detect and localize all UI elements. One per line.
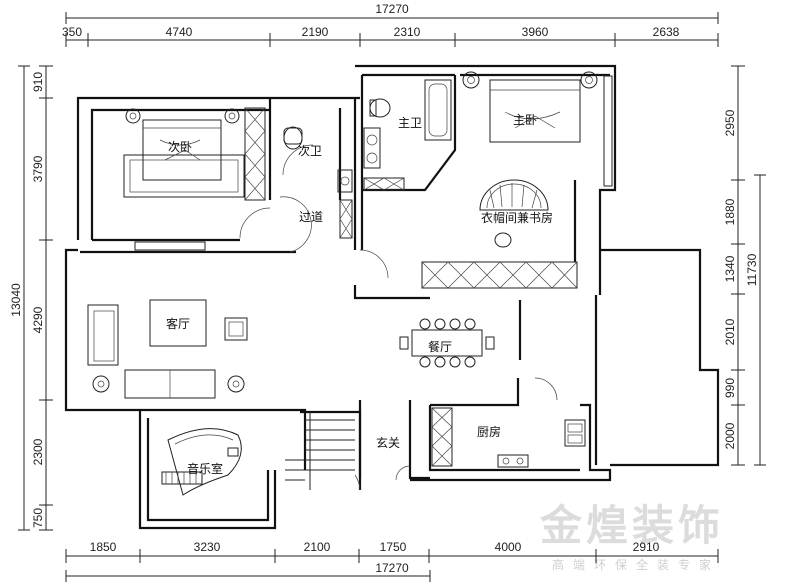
dim-top-5: 3960 [522,25,549,39]
dim-left-3: 4290 [31,306,45,333]
room-music: 音乐室 [187,461,223,476]
kitchen-fixtures [431,377,586,468]
second-bath-fixtures [282,126,353,239]
watermark-slogan: 高端环保全装专家 [552,557,720,572]
tv-cabinet [134,241,206,251]
dim-left-5: 750 [31,508,45,528]
dim-right-5: 990 [723,378,737,398]
dim-right-1: 2950 [723,109,737,136]
bathtub [424,79,452,141]
dim-bottom-total: 17270 [375,561,409,575]
door-swing [282,144,314,176]
room-second-bedroom: 次卧 [168,140,192,154]
dim-bottom-1: 1850 [90,540,117,554]
room-foyer: 玄关 [376,435,400,450]
dim-bottom-4: 1750 [380,540,407,554]
rug [123,154,245,198]
sofa-side [87,304,119,366]
dim-top-total: 17270 [375,2,409,16]
room-cloakroom-study: 衣帽间兼书房 [481,210,553,225]
dimension-lines [18,12,766,582]
living-room-furniture [87,241,248,399]
dim-bottom-2: 3230 [194,540,221,554]
piano [167,428,242,496]
dim-right-6: 2000 [723,422,737,449]
room-master-bath: 主卫 [398,116,422,130]
wardrobe-row [421,261,578,289]
room-master-bedroom: 主卧 [513,113,537,127]
dim-left-total: 13040 [9,283,23,317]
dim-right-3: 1340 [723,255,737,282]
second-bedroom-furniture [123,107,266,201]
dim-top-4: 2310 [394,25,421,39]
dim-top-3: 2190 [302,25,329,39]
stove [497,454,529,468]
room-labels: 次卧 次卫 过道 主卫 主卧 衣帽间兼书房 客厅 餐厅 音乐室 玄关 厨房 [166,113,553,476]
master-bedroom-furniture [462,71,613,187]
dim-bottom-5: 4000 [495,540,522,554]
dim-top-6: 2638 [653,25,680,39]
coffee-table [149,299,207,347]
toilet [283,126,303,150]
room-living: 客厅 [166,316,190,331]
room-dining: 餐厅 [428,339,452,354]
dim-right-4: 2010 [723,318,737,345]
room-kitchen: 厨房 [477,424,501,439]
room-corridor: 过道 [299,210,323,224]
dim-left-2: 3790 [31,155,45,182]
watermark-brand: 金煌装饰 [539,501,724,550]
dimension-labels: 17270 350 4740 2190 2310 3960 2638 1850 … [9,2,759,575]
dim-bottom-6: 2910 [633,540,660,554]
wardrobe [244,107,266,201]
dim-top-1: 350 [62,25,82,39]
dim-bottom-3: 2100 [304,540,331,554]
stairs [285,412,355,490]
cabinet [339,199,353,239]
round-desk [479,179,549,211]
dim-left-4: 2300 [31,438,45,465]
dining-table [399,318,495,368]
sink [564,419,586,447]
dim-right-2: 1880 [723,198,737,225]
master-bath-fixtures [363,79,452,191]
bed [489,79,581,143]
bed [142,119,222,181]
music-room-furniture [161,428,242,496]
watermark: 金煌装饰 高端环保全装专家 [539,501,724,572]
walls [64,64,720,530]
study-furniture [421,179,578,289]
dim-left-1: 910 [31,72,45,92]
toilet [369,98,391,118]
dim-right-total: 11730 [745,253,759,286]
doors [239,196,411,491]
room-second-bath: 次卫 [298,144,322,158]
dim-top-2: 4740 [166,25,193,39]
